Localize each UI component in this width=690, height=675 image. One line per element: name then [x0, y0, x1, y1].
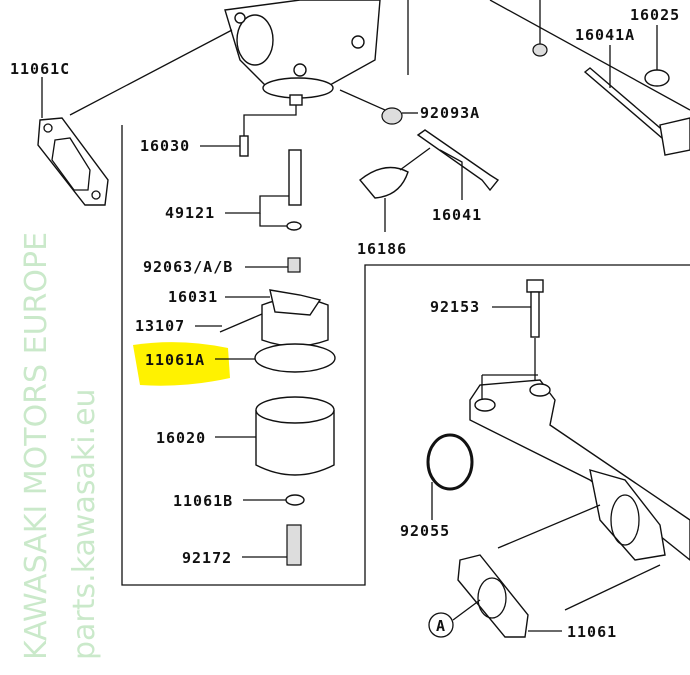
o-ring-92055: [426, 433, 474, 491]
frame-line: [489, 0, 690, 111]
nut-92093A: [381, 107, 403, 125]
highlight-marker: [133, 342, 230, 386]
part-label-16186[interactable]: 16186: [357, 240, 407, 258]
intake-manifold: [469, 374, 690, 611]
part-label-92153[interactable]: 92153: [430, 298, 480, 316]
bolt-92153: [530, 291, 540, 338]
leader-line: [243, 105, 297, 136]
leader-line: [259, 213, 287, 227]
lever: [659, 117, 690, 156]
part-label-11061A[interactable]: 11061A: [145, 351, 205, 369]
washer-11061B: [285, 494, 305, 506]
leader-line: [399, 147, 431, 171]
part-label-11061[interactable]: 11061: [567, 623, 617, 641]
watermark-line2: parts.kawasaki.eu: [67, 388, 102, 660]
bowl-gasket-11061A: [254, 343, 336, 373]
leader-line: [439, 149, 463, 200]
part-label-92172[interactable]: 92172: [182, 549, 232, 567]
float-pin-13107: [219, 313, 263, 333]
part-label-92093A[interactable]: 92093A: [420, 104, 480, 122]
pilot-jet-16030: [239, 135, 249, 157]
gasket-11061: [457, 554, 529, 638]
part-label-16041A[interactable]: 16041A: [575, 26, 635, 44]
float-16031: [261, 289, 329, 347]
part-label-16030[interactable]: 16030: [140, 137, 190, 155]
part-label-13107[interactable]: 13107: [135, 317, 185, 335]
leader-line: [452, 599, 481, 621]
throttle-plate-16025: [644, 69, 670, 87]
sub-assembly-frame: [121, 125, 690, 586]
leader-line: [339, 89, 386, 111]
float-bowl-16020: [255, 396, 335, 476]
gasket-11061C: [37, 117, 109, 206]
nut: [532, 43, 548, 57]
clip: [286, 221, 302, 231]
main-jet-92063: [287, 257, 301, 273]
drain-bolt-92172: [286, 524, 302, 566]
part-label-92063[interactable]: 92063/A/B: [143, 258, 233, 276]
plate-16186: [359, 166, 409, 199]
part-label-11061B[interactable]: 11061B: [173, 492, 233, 510]
part-label-92055[interactable]: 92055: [400, 522, 450, 540]
leader-line: [69, 29, 233, 116]
part-label-16020[interactable]: 16020: [156, 429, 206, 447]
carburetor-body: [224, 0, 381, 106]
part-label-49121[interactable]: 49121: [165, 204, 215, 222]
leader-line: [225, 195, 289, 214]
part-label-11061C[interactable]: 11061C: [10, 60, 70, 78]
part-label-16041[interactable]: 16041: [432, 206, 482, 224]
ref-a-circle: [428, 612, 454, 638]
watermark-line1: KAWASAKI MOTORS EUROPE: [19, 232, 54, 660]
part-label-16031[interactable]: 16031: [168, 288, 218, 306]
ref-label-a: A: [436, 617, 446, 635]
watermark: KAWASAKI MOTORS EUROPE parts.kawasaki.eu: [19, 232, 102, 660]
part-label-16025[interactable]: 16025: [630, 6, 680, 24]
bolt-92153-head: [526, 279, 544, 293]
emulsion-tube-49121: [288, 149, 302, 206]
